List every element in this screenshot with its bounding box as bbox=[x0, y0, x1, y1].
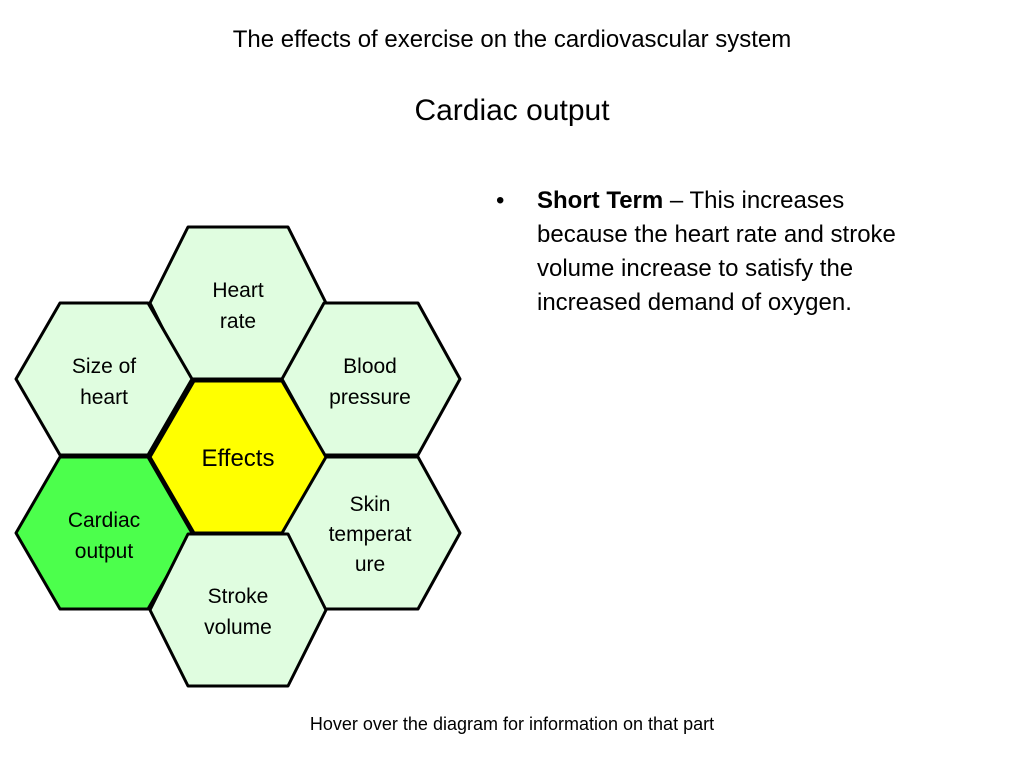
hex-heart-rate-line-1: Heart bbox=[212, 279, 264, 302]
footer-hint: Hover over the diagram for information o… bbox=[309, 714, 715, 734]
hex-blood-pressure[interactable]: Blood pressure bbox=[280, 301, 462, 457]
bullet-marker: • bbox=[496, 187, 505, 214]
hex-cardiac-output-line-1: Cardiac bbox=[68, 509, 140, 532]
slide-title: The effects of exercise on the cardiovas… bbox=[232, 26, 792, 53]
info-text: Short Term – This increases because the … bbox=[537, 184, 936, 320]
hex-size-of-heart[interactable]: Size of heart bbox=[14, 301, 194, 457]
hex-size-of-heart-line-1: Size of bbox=[72, 355, 136, 378]
info-term: Short Term bbox=[537, 187, 664, 214]
hex-stroke-volume[interactable]: Stroke volume bbox=[148, 532, 328, 688]
hex-skin-temperature-line-3: ure bbox=[355, 553, 385, 576]
hex-skin-temperature-line-1: Skin bbox=[350, 493, 391, 516]
hex-effects-label: Effects bbox=[202, 445, 275, 472]
info-panel: • Short Term – This increases because th… bbox=[496, 184, 936, 320]
hex-blood-pressure-line-2: pressure bbox=[329, 386, 411, 409]
info-description: – This increases because the heart rate … bbox=[537, 187, 896, 316]
hex-effects[interactable]: Effects bbox=[148, 379, 328, 535]
hex-stroke-volume-line-2: volume bbox=[204, 616, 272, 639]
slide-subtitle: Cardiac output bbox=[414, 94, 610, 127]
hex-size-of-heart-line-2: heart bbox=[80, 386, 128, 409]
hex-stroke-volume-line-1: Stroke bbox=[208, 585, 269, 608]
hex-skin-temperature-line-2: temperat bbox=[329, 523, 412, 546]
hex-heart-rate-line-2: rate bbox=[220, 310, 256, 333]
hex-blood-pressure-line-1: Blood bbox=[343, 355, 397, 378]
hex-cardiac-output-line-2: output bbox=[75, 540, 134, 563]
hexagon-diagram: Heart rate Size of heart Blood pressure … bbox=[14, 225, 462, 688]
